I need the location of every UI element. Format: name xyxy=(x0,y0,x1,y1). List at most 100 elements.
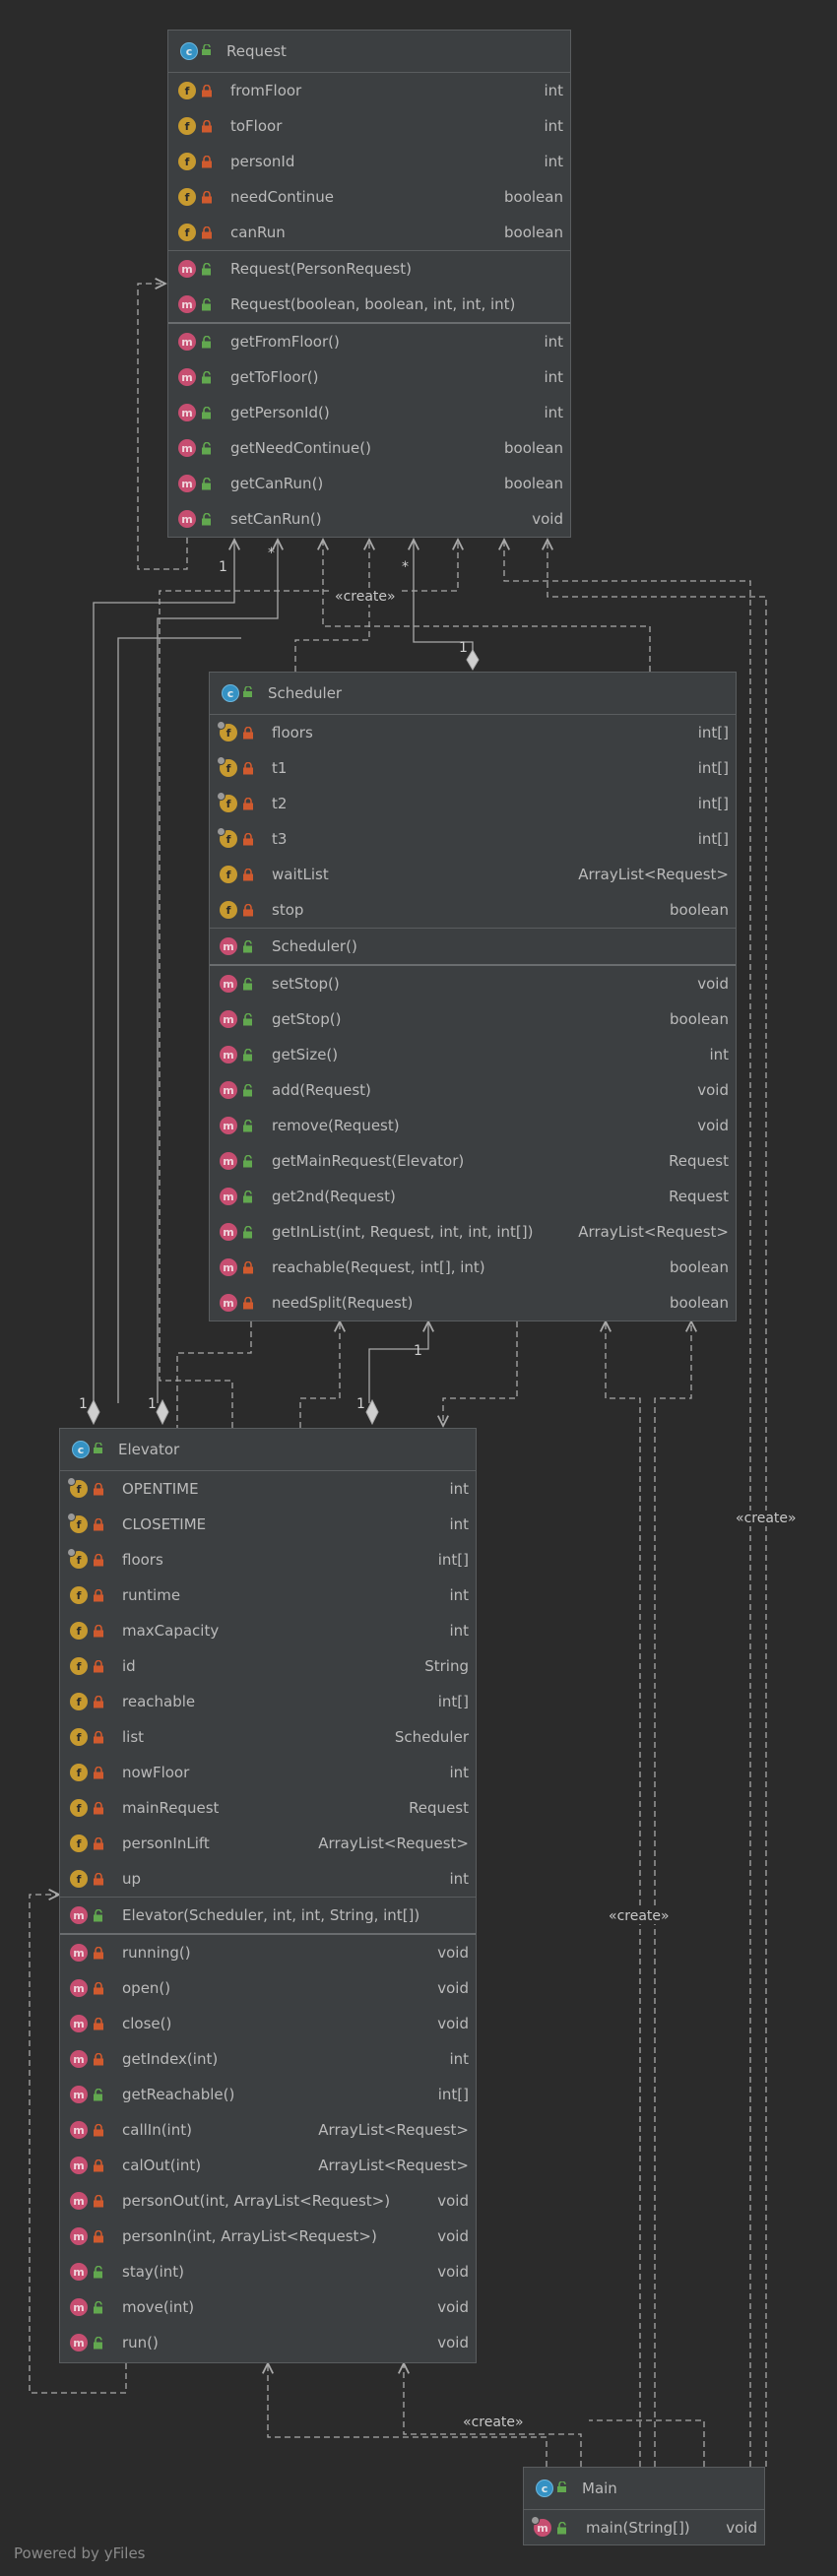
lock-icon xyxy=(93,1624,106,1638)
field-icon: f xyxy=(217,827,237,848)
method-icon: m xyxy=(220,1294,237,1312)
member-type: boolean xyxy=(670,901,729,919)
member-name: move(int) xyxy=(122,2298,195,2316)
method-icon: m xyxy=(220,1188,237,1205)
lock-icon xyxy=(201,225,215,239)
member-name: t3 xyxy=(272,830,288,848)
method-icon: m xyxy=(220,1117,237,1134)
field-icon: f xyxy=(178,82,196,99)
method-icon: m xyxy=(220,1152,237,1170)
unlock-icon xyxy=(201,42,213,60)
method-icon: m xyxy=(70,2263,88,2281)
member-name: t1 xyxy=(272,759,288,777)
method-icon: m xyxy=(70,2334,88,2351)
method-icon: m xyxy=(220,1258,237,1276)
member-name: reachable xyxy=(122,1693,196,1710)
member-type: int[] xyxy=(437,1693,469,1710)
method-icon: m xyxy=(178,368,196,386)
member-type: int[] xyxy=(437,2086,469,2103)
unlock-icon xyxy=(242,1225,256,1239)
member-type: ArrayList<Request> xyxy=(578,866,729,883)
member-type: void xyxy=(437,2015,469,2032)
multiplicity-label: 1 xyxy=(148,1396,157,1412)
edge-main-scheduler-2 xyxy=(654,1321,691,2467)
lock-icon xyxy=(93,1801,106,1815)
lock-icon xyxy=(93,1695,106,1708)
method-icon: m xyxy=(531,2516,551,2537)
member-name: needContinue xyxy=(230,188,334,206)
member-name: stay(int) xyxy=(122,2263,185,2281)
unlock-icon xyxy=(556,2521,570,2535)
member-name: calOut(int) xyxy=(122,2157,202,2174)
field-icon: f xyxy=(178,153,196,170)
member-name: needSplit(Request) xyxy=(272,1294,414,1312)
diamond-elevator-request-2 xyxy=(156,1398,169,1426)
member-type: boolean xyxy=(504,224,563,241)
edge-scheduler-create-request xyxy=(294,540,369,672)
lock-icon xyxy=(93,1553,106,1567)
lock-icon xyxy=(242,903,256,917)
